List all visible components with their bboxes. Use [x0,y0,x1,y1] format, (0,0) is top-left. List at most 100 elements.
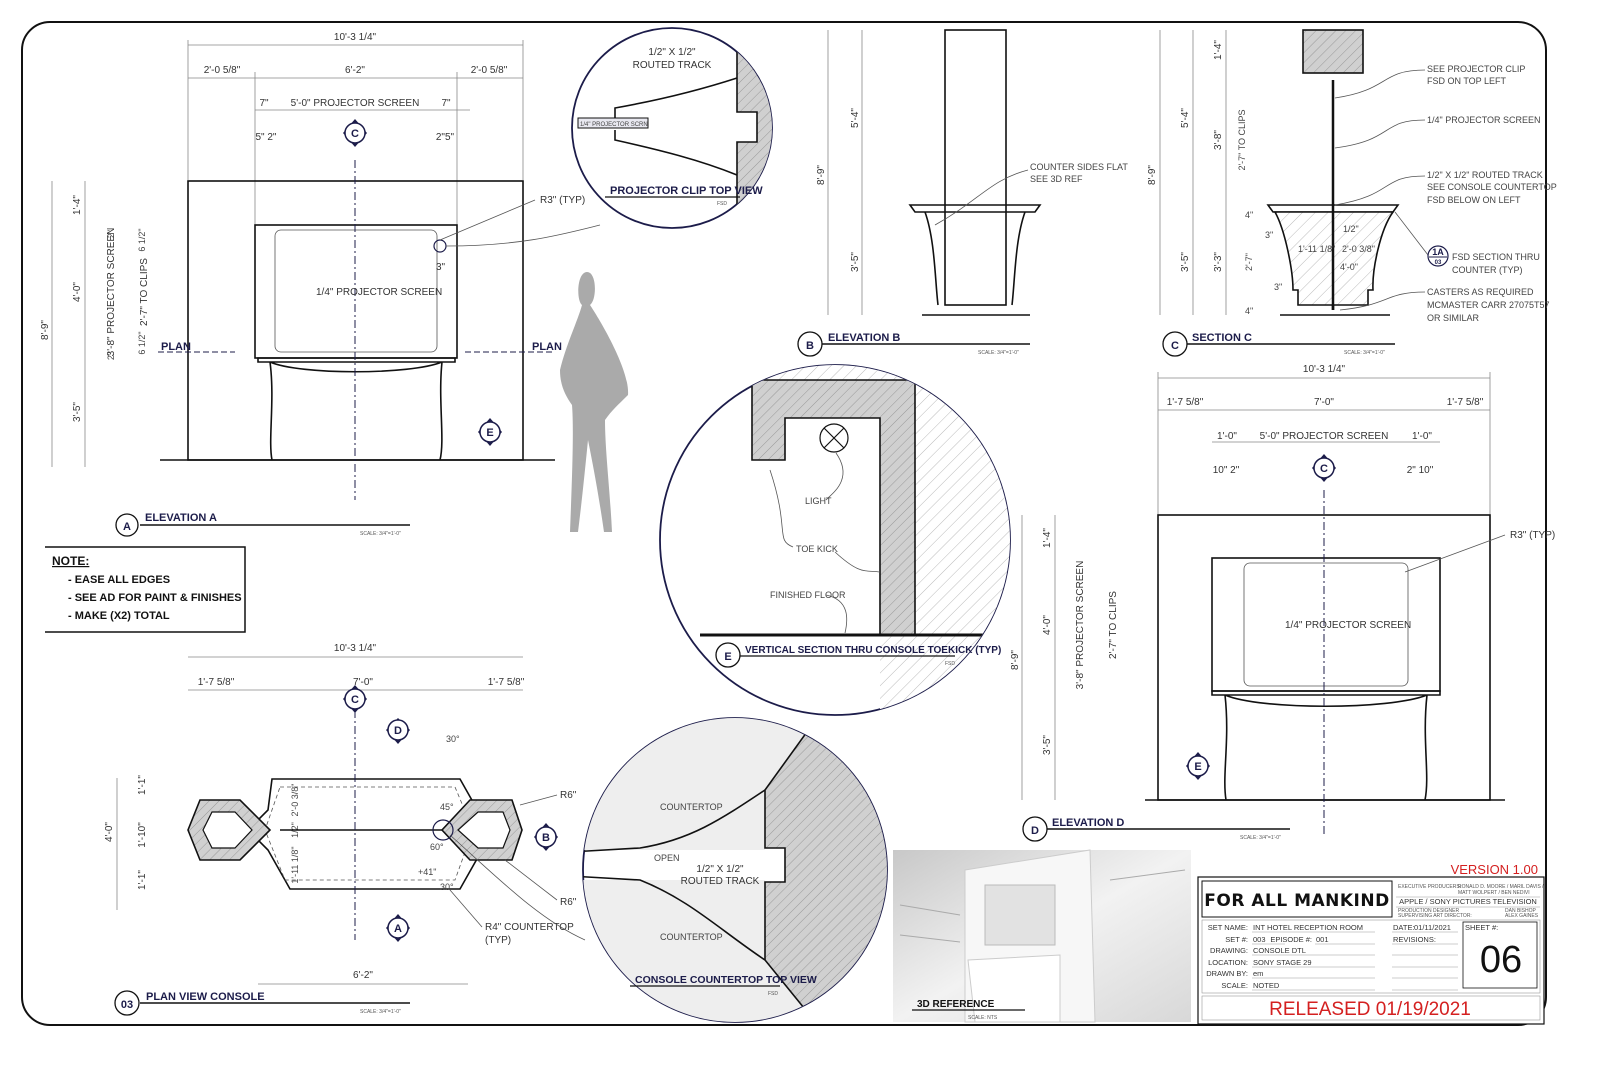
title-block-set-name-text: INT HOTEL RECEPTION ROOM [1253,923,1363,932]
plan-view-markers-c-text[interactable]: C [351,694,359,706]
dim-7-right: 7" [441,98,451,109]
elevation-d-dims-left-text: 1'-7 5/8" [1167,397,1204,408]
title-block-date-text: 01/11/2021 [1414,923,1451,932]
elevation-d-dims-ten-r-text: 2" 10" [1407,465,1434,476]
projector-clip-screen-text: 1/4" PROJECTOR SCRN [580,122,648,128]
title-block-exec-names1-text: RONALD D. MOORE / MARIL DAVIS / [1458,884,1544,890]
view-title-projector-clip: PROJECTOR CLIP TOP VIEW [610,185,763,197]
countertop-open-text: OPEN [654,853,680,863]
elevation-d-notes-e-text[interactable]: E [1194,761,1201,773]
plan-marker-b[interactable]: B [534,823,558,851]
elev-d-marker-e[interactable]: E [1186,752,1210,780]
view-title-elevation-b: ELEVATION B [828,332,900,344]
dim-left: 2'-0 5/8" [204,65,241,76]
toekick-light-text: LIGHT [805,496,832,506]
elevation-d-dims-overall-text: 10'-3 1/4" [1303,364,1346,375]
elev-d-marker-c[interactable]: C [1312,454,1336,482]
plan-view-markers-b-text[interactable]: B [542,832,550,844]
section-c-dims-4-text: 3'-8" [1213,130,1224,150]
detail-callout-1a: 1A [1432,247,1444,257]
plan-view-dims-overall-text: 10'-3 1/4" [334,643,377,654]
plan-view-markers-a-text[interactable]: A [394,923,402,935]
dim-right: 2'-0 5/8" [471,65,508,76]
title-block-drawn-by-text: em [1253,969,1263,978]
section-c-dims-13-text: 4" [1245,210,1253,220]
title-fields: SET NAME: INT HOTEL RECEPTION ROOM SET #… [1206,923,1458,991]
note-box-items-2-text: - MAKE (X2) TOTAL [68,610,170,622]
title-block-pd-name-text: DAN BISHOP [1505,908,1537,914]
dim-center: 6'-2" [345,65,365,76]
elevation-b-note1-text: COUNTER SIDES FLAT [1030,162,1128,172]
projector-clip-detail: 1/4" PROJECTOR SCRN 1/2" X 1/2" ROUTED T… [571,27,773,229]
title-block-sad-label-text: SUPERVISING ART DIRECTOR: [1398,913,1472,919]
projector-clip-track-text: 1/2" X 1/2" [648,47,696,58]
human-scale-figure [560,272,629,532]
section-c-notes-2-text: 1/4" PROJECTOR SCREEN [1427,115,1541,125]
elevation-d-dims-one-l-text: 1'-0" [1217,431,1237,442]
dim-2-5: 2"5" [436,132,455,143]
dim-top: 1'-4" [72,195,83,215]
toekick-tag-text: E [724,651,731,663]
dim-overall: 10'-3 1/4" [334,32,377,43]
view-title-plan: PLAN VIEW CONSOLE [146,991,265,1003]
plan-view-dims-center-text: 7'-0" [353,677,373,688]
elevation-d-dims-screen-h-text: 3'-8" PROJECTOR SCREEN [1075,561,1086,690]
elevation-a-notes-e-text[interactable]: E [486,427,493,439]
reference-3d-scale-text: SCALE: NTS [968,1015,998,1021]
section-c-dims-5-text: 3'-3" [1213,252,1224,272]
plan-view-markers-d-text[interactable]: D [394,725,402,737]
plan-view-dims-a30b-text: 30° [440,882,454,892]
section-marker-c[interactable]: C [343,119,367,147]
title-block-exec-label-text: EXECUTIVE PRODUCERS: [1398,884,1461,890]
dim-clips: 2'-7" TO CLIPS [139,258,150,326]
plan-marker-d[interactable]: D [386,718,410,744]
elevation-d-dims-height-text: 8'-9" [1010,650,1021,670]
note-projector-screen: 1/4" PROJECTOR SCREEN [316,287,442,298]
title-block-set-name-label-text: SET NAME: [1208,923,1248,932]
elevation-b-h1-text: 5'-4" [850,108,861,128]
section-c-dims-12-text: 3" [1274,282,1282,292]
section-c-dims-0-text: 8'-9" [1147,165,1158,185]
section-c-dims-6-text: 2'-7" TO CLIPS [1237,109,1247,170]
version-label: VERSION 1.00 [1451,862,1538,877]
dim-6-top: 6 1/2" [137,228,147,251]
section-c-notes-3-text: 1/2" X 1/2" ROUTED TRACK [1427,170,1543,180]
note-box-items-0-text: - EASE ALL EDGES [68,574,170,586]
view-title-elevation-a: ELEVATION A [145,512,217,524]
section-c-scale-text: SCALE: 3/4"=1'-0" [1344,350,1385,356]
note-radius: R3" (TYP) [540,195,585,206]
plan-view-dims-a30a-text: 30° [446,734,460,744]
dim-height: 8'-9" [40,320,51,340]
plan-view-dims-bottom-text: 6'-2" [353,970,373,981]
dim-bottom: 3'-5" [72,402,83,422]
elevation-d-dims-one-r-text: 1'-0" [1412,431,1432,442]
elevation-d-dims-ten-l-text: 10" 2" [1213,465,1240,476]
plan-marker-c[interactable]: C [343,685,367,713]
plan-view-notes-r4-text: R4" COUNTERTOP [485,922,574,933]
plan-marker-a[interactable]: A [386,914,410,942]
elevation-d-notes-c-text[interactable]: C [1320,463,1328,475]
section-marker-e[interactable]: E [478,418,502,446]
section-c-notes-10-text: OR SIMILAR [1427,313,1480,323]
dim-2-top: 2" [106,230,116,238]
view-tag-a: A [123,521,131,533]
sheet-border [21,21,1547,1026]
elevation-d-dims-clips-text: 2'-7" TO CLIPS [1108,591,1119,659]
section-c-notes-1-text: FSD ON TOP LEFT [1427,76,1507,86]
elevation-d-dims-top-text: 1'-4" [1042,528,1053,548]
elevation-d-dims-center-text: 7'-0" [1314,397,1334,408]
section-c-dims-7-text: 2'-7" [1244,253,1254,271]
elevation-b-note2-text: SEE 3D REF [1030,174,1083,184]
plan-view-dims-a45-text: 45° [440,802,454,812]
section-c-dims-11-text: 3" [1265,230,1273,240]
countertop-track2-text: ROUTED TRACK [681,876,760,887]
section-c-dims-15-text: 1/2" [1343,224,1359,234]
elevation-d-dims-bottom-text: 3'-5" [1042,735,1053,755]
reference-3d-title-text: 3D REFERENCE [917,999,995,1010]
elevation-d: 10'-3 1/4" 1'-7 5/8" 7'-0" 1'-7 5/8" 1'-… [1010,364,1555,842]
section-c-notes-4-text: SEE CONSOLE COUNTERTOP [1427,182,1557,192]
elevation-a-notes-c-text[interactable]: C [351,128,359,140]
dim-2-bot: 2" [106,352,116,360]
plan-view-dims-a60-text: 60° [430,842,444,852]
plan-view-dims-bot-half-text: 1'-11 1/8" [290,846,300,883]
